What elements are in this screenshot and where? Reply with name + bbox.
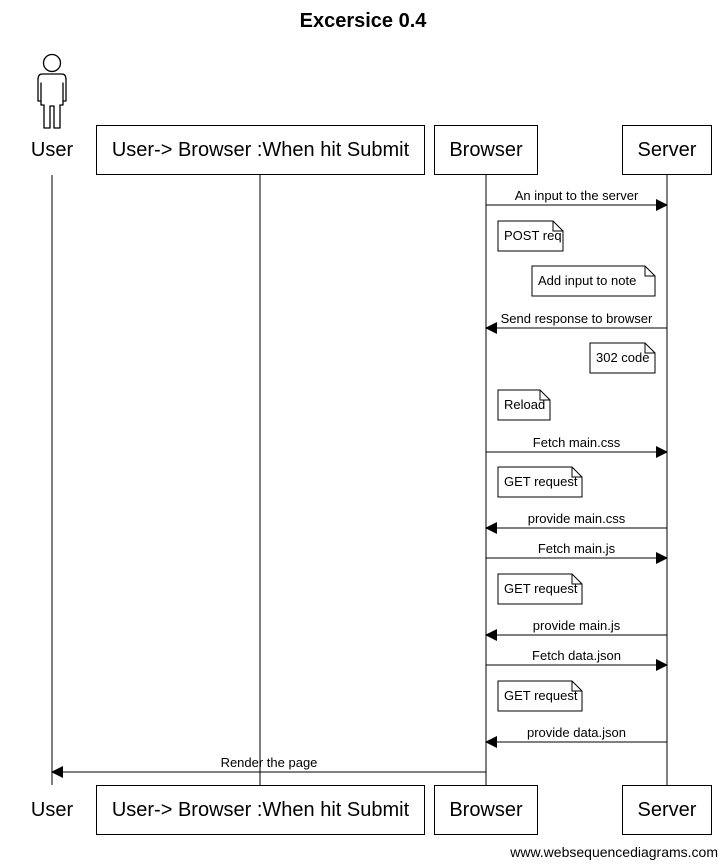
watermark-footer[interactable]: www.websequencediagrams.com xyxy=(510,844,718,860)
note-box xyxy=(497,573,583,605)
note-label: POST req xyxy=(504,228,562,243)
message-label: Send response to browser xyxy=(501,311,653,326)
participant-user-top: User xyxy=(30,139,74,161)
note-label: Add input to note xyxy=(538,273,636,288)
participant-submit-top: User-> Browser :When hit Submit xyxy=(96,125,425,175)
note-label: Reload xyxy=(504,397,545,412)
diagram-title: Excersice 0.4 xyxy=(299,10,427,32)
message-label: Fetch data.json xyxy=(532,648,621,663)
note-label: GET request xyxy=(504,688,578,703)
participant-submit-bottom: User-> Browser :When hit Submit xyxy=(96,785,425,835)
note-label: 302 code xyxy=(596,350,650,365)
note-label: GET request xyxy=(504,474,578,489)
message-label: Fetch main.js xyxy=(538,541,616,556)
message-label: An input to the server xyxy=(515,188,639,203)
note-box xyxy=(497,466,583,498)
participant-browser-bottom: Browser xyxy=(434,785,538,835)
participant-server-bottom: Server xyxy=(622,785,712,835)
message-label: Render the page xyxy=(221,755,318,770)
note-box xyxy=(531,265,656,297)
message-label: provide data.json xyxy=(527,725,626,740)
note-box xyxy=(497,680,583,712)
message-label: Fetch main.css xyxy=(533,435,621,450)
note-box xyxy=(497,389,551,421)
participant-server-top: Server xyxy=(622,125,712,175)
message-label: provide main.js xyxy=(533,618,621,633)
note-label: GET request xyxy=(504,581,578,596)
note-box xyxy=(589,342,656,374)
note-box xyxy=(497,220,564,252)
actor-figure-top xyxy=(37,53,67,129)
participant-user-bottom: User xyxy=(30,799,74,821)
message-label: provide main.css xyxy=(528,511,626,526)
participant-browser-top: Browser xyxy=(434,125,538,175)
